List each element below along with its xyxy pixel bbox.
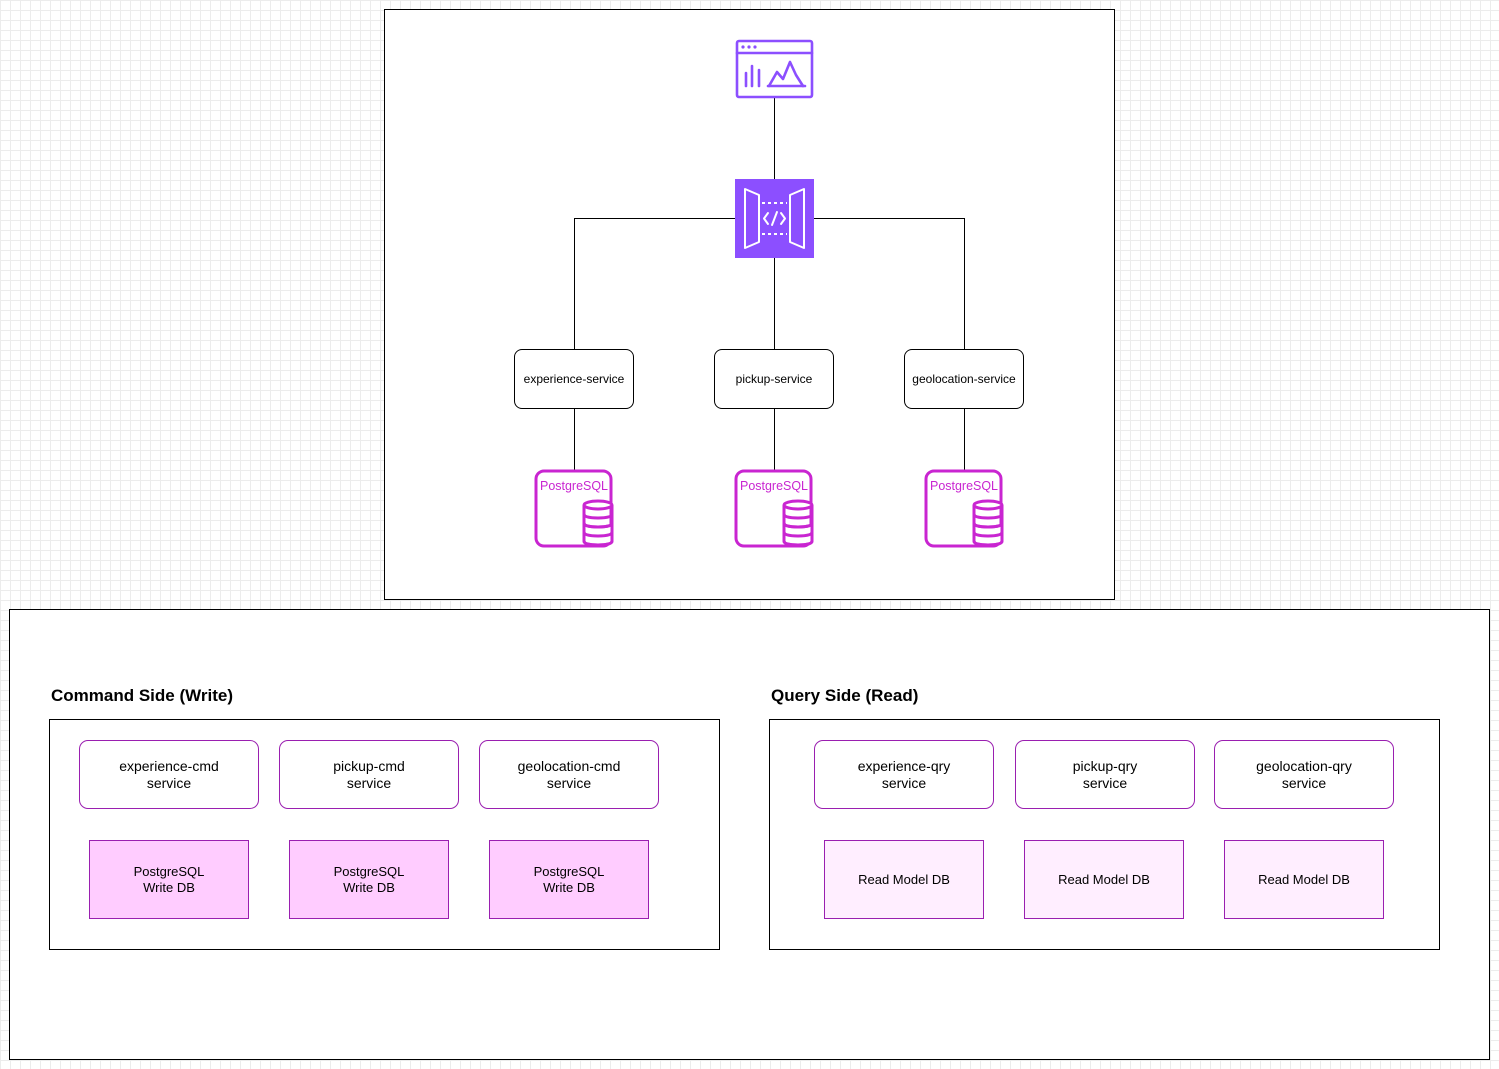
geolocation-service-box[interactable]: geolocation-service bbox=[904, 349, 1024, 409]
service-suffix: service bbox=[546, 774, 592, 791]
geolocation-service-label: geolocation-service bbox=[912, 372, 1016, 386]
experience-cmd-service-box[interactable]: experience-cmd service bbox=[79, 740, 259, 809]
db-name: PostgreSQL bbox=[133, 863, 205, 879]
db-name: PostgreSQL bbox=[333, 863, 405, 879]
service-suffix: service bbox=[346, 774, 392, 791]
postgresql-icon-label: PostgreSQL bbox=[740, 478, 808, 493]
service-name: pickup-cmd bbox=[333, 757, 405, 774]
postgresql-icon-label: PostgreSQL bbox=[540, 478, 608, 493]
geolocation-cmd-service-box[interactable]: geolocation-cmd service bbox=[479, 740, 659, 809]
experience-service-box[interactable]: experience-service bbox=[514, 349, 634, 409]
db-name: Read Model DB bbox=[1058, 871, 1150, 887]
service-suffix: service bbox=[1281, 774, 1327, 791]
read-db-box-geolocation[interactable]: Read Model DB bbox=[1224, 840, 1384, 919]
read-db-box-experience[interactable]: Read Model DB bbox=[824, 840, 984, 919]
service-name: experience-qry bbox=[857, 757, 951, 774]
api-gateway-icon[interactable] bbox=[735, 179, 814, 258]
read-db-box-pickup[interactable]: Read Model DB bbox=[1024, 840, 1184, 919]
connector-gateway-experience bbox=[574, 218, 736, 350]
service-name: pickup-qry bbox=[1072, 757, 1138, 774]
write-db-box-pickup[interactable]: PostgreSQL Write DB bbox=[289, 840, 449, 919]
db-role: Write DB bbox=[543, 879, 595, 895]
service-suffix: service bbox=[1082, 774, 1128, 791]
postgresql-icon-experience[interactable]: PostgreSQL bbox=[534, 469, 616, 551]
pickup-cmd-service-box[interactable]: pickup-cmd service bbox=[279, 740, 459, 809]
write-db-box-experience[interactable]: PostgreSQL Write DB bbox=[89, 840, 249, 919]
pickup-qry-service-box[interactable]: pickup-qry service bbox=[1015, 740, 1195, 809]
db-role: Write DB bbox=[143, 879, 195, 895]
service-name: geolocation-cmd bbox=[517, 757, 621, 774]
service-name: geolocation-qry bbox=[1256, 757, 1352, 774]
query-side-title: Query Side (Read) bbox=[771, 686, 919, 705]
service-suffix: service bbox=[146, 774, 192, 791]
dashboard-analytics-icon[interactable] bbox=[735, 39, 814, 99]
postgresql-icon-label: PostgreSQL bbox=[930, 478, 998, 493]
write-db-box-geolocation[interactable]: PostgreSQL Write DB bbox=[489, 840, 649, 919]
geolocation-qry-service-box[interactable]: geolocation-qry service bbox=[1214, 740, 1394, 809]
db-role: Write DB bbox=[343, 879, 395, 895]
pickup-service-box[interactable]: pickup-service bbox=[714, 349, 834, 409]
postgresql-icon-pickup[interactable]: PostgreSQL bbox=[734, 469, 816, 551]
pickup-service-label: pickup-service bbox=[735, 372, 813, 386]
service-name: experience-cmd bbox=[119, 757, 219, 774]
service-suffix: service bbox=[881, 774, 927, 791]
connector-gateway-geolocation bbox=[813, 218, 965, 350]
experience-qry-service-box[interactable]: experience-qry service bbox=[814, 740, 994, 809]
db-name: PostgreSQL bbox=[533, 863, 605, 879]
experience-service-label: experience-service bbox=[523, 372, 625, 386]
db-name: Read Model DB bbox=[1258, 871, 1350, 887]
db-name: Read Model DB bbox=[858, 871, 950, 887]
command-side-title: Command Side (Write) bbox=[51, 686, 233, 705]
postgresql-icon-geolocation[interactable]: PostgreSQL bbox=[924, 469, 1006, 551]
